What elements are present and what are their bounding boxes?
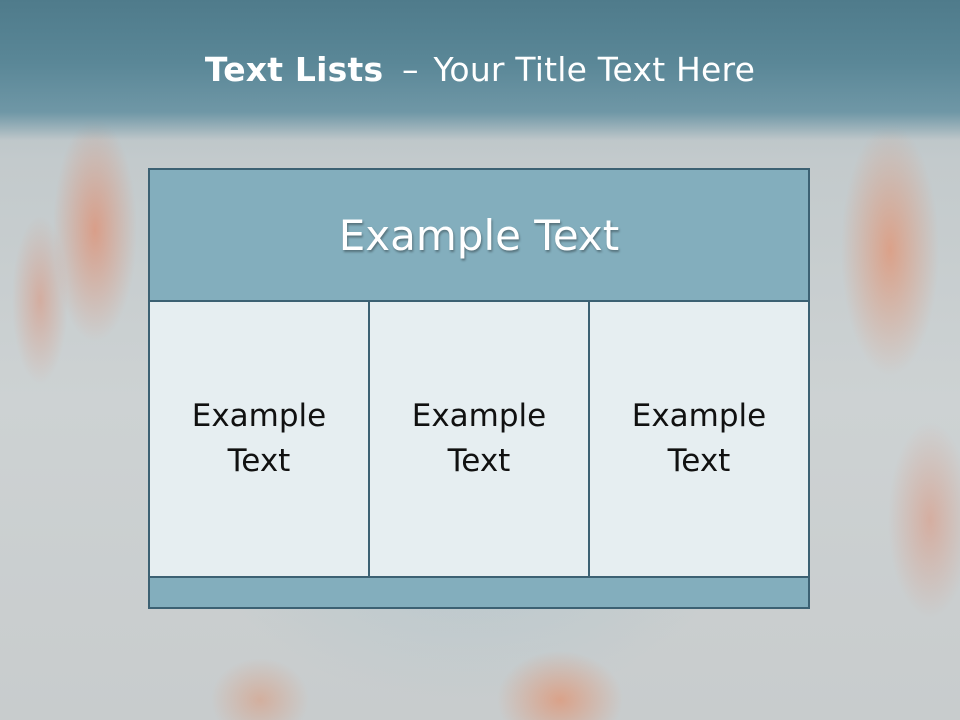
title-band: [0, 0, 960, 140]
cell-1-line-2: Text: [227, 443, 291, 479]
title-bold: Text Lists: [204, 50, 384, 89]
cell-1-line-1: Example: [191, 398, 327, 434]
cell-2-line-2: Text: [447, 443, 511, 479]
table-footer-row: [148, 576, 810, 609]
table-cell-3: Example Text: [588, 300, 810, 578]
cell-3-line-2: Text: [667, 443, 731, 479]
table-cell-1: Example Text: [148, 300, 370, 578]
slide-title: Text Lists – Your Title Text Here: [0, 50, 960, 89]
title-text: Your Title Text Here: [433, 50, 756, 89]
table-header-cell: Example Text: [148, 168, 810, 302]
text-list-table: Example Text Example Text Example Text E…: [148, 168, 810, 609]
cell-2-line-1: Example: [411, 398, 547, 434]
table-cell-2: Example Text: [368, 300, 590, 578]
cell-3-line-1: Example: [631, 398, 767, 434]
title-dash: –: [402, 50, 419, 89]
header-text: Example Text: [338, 210, 620, 260]
